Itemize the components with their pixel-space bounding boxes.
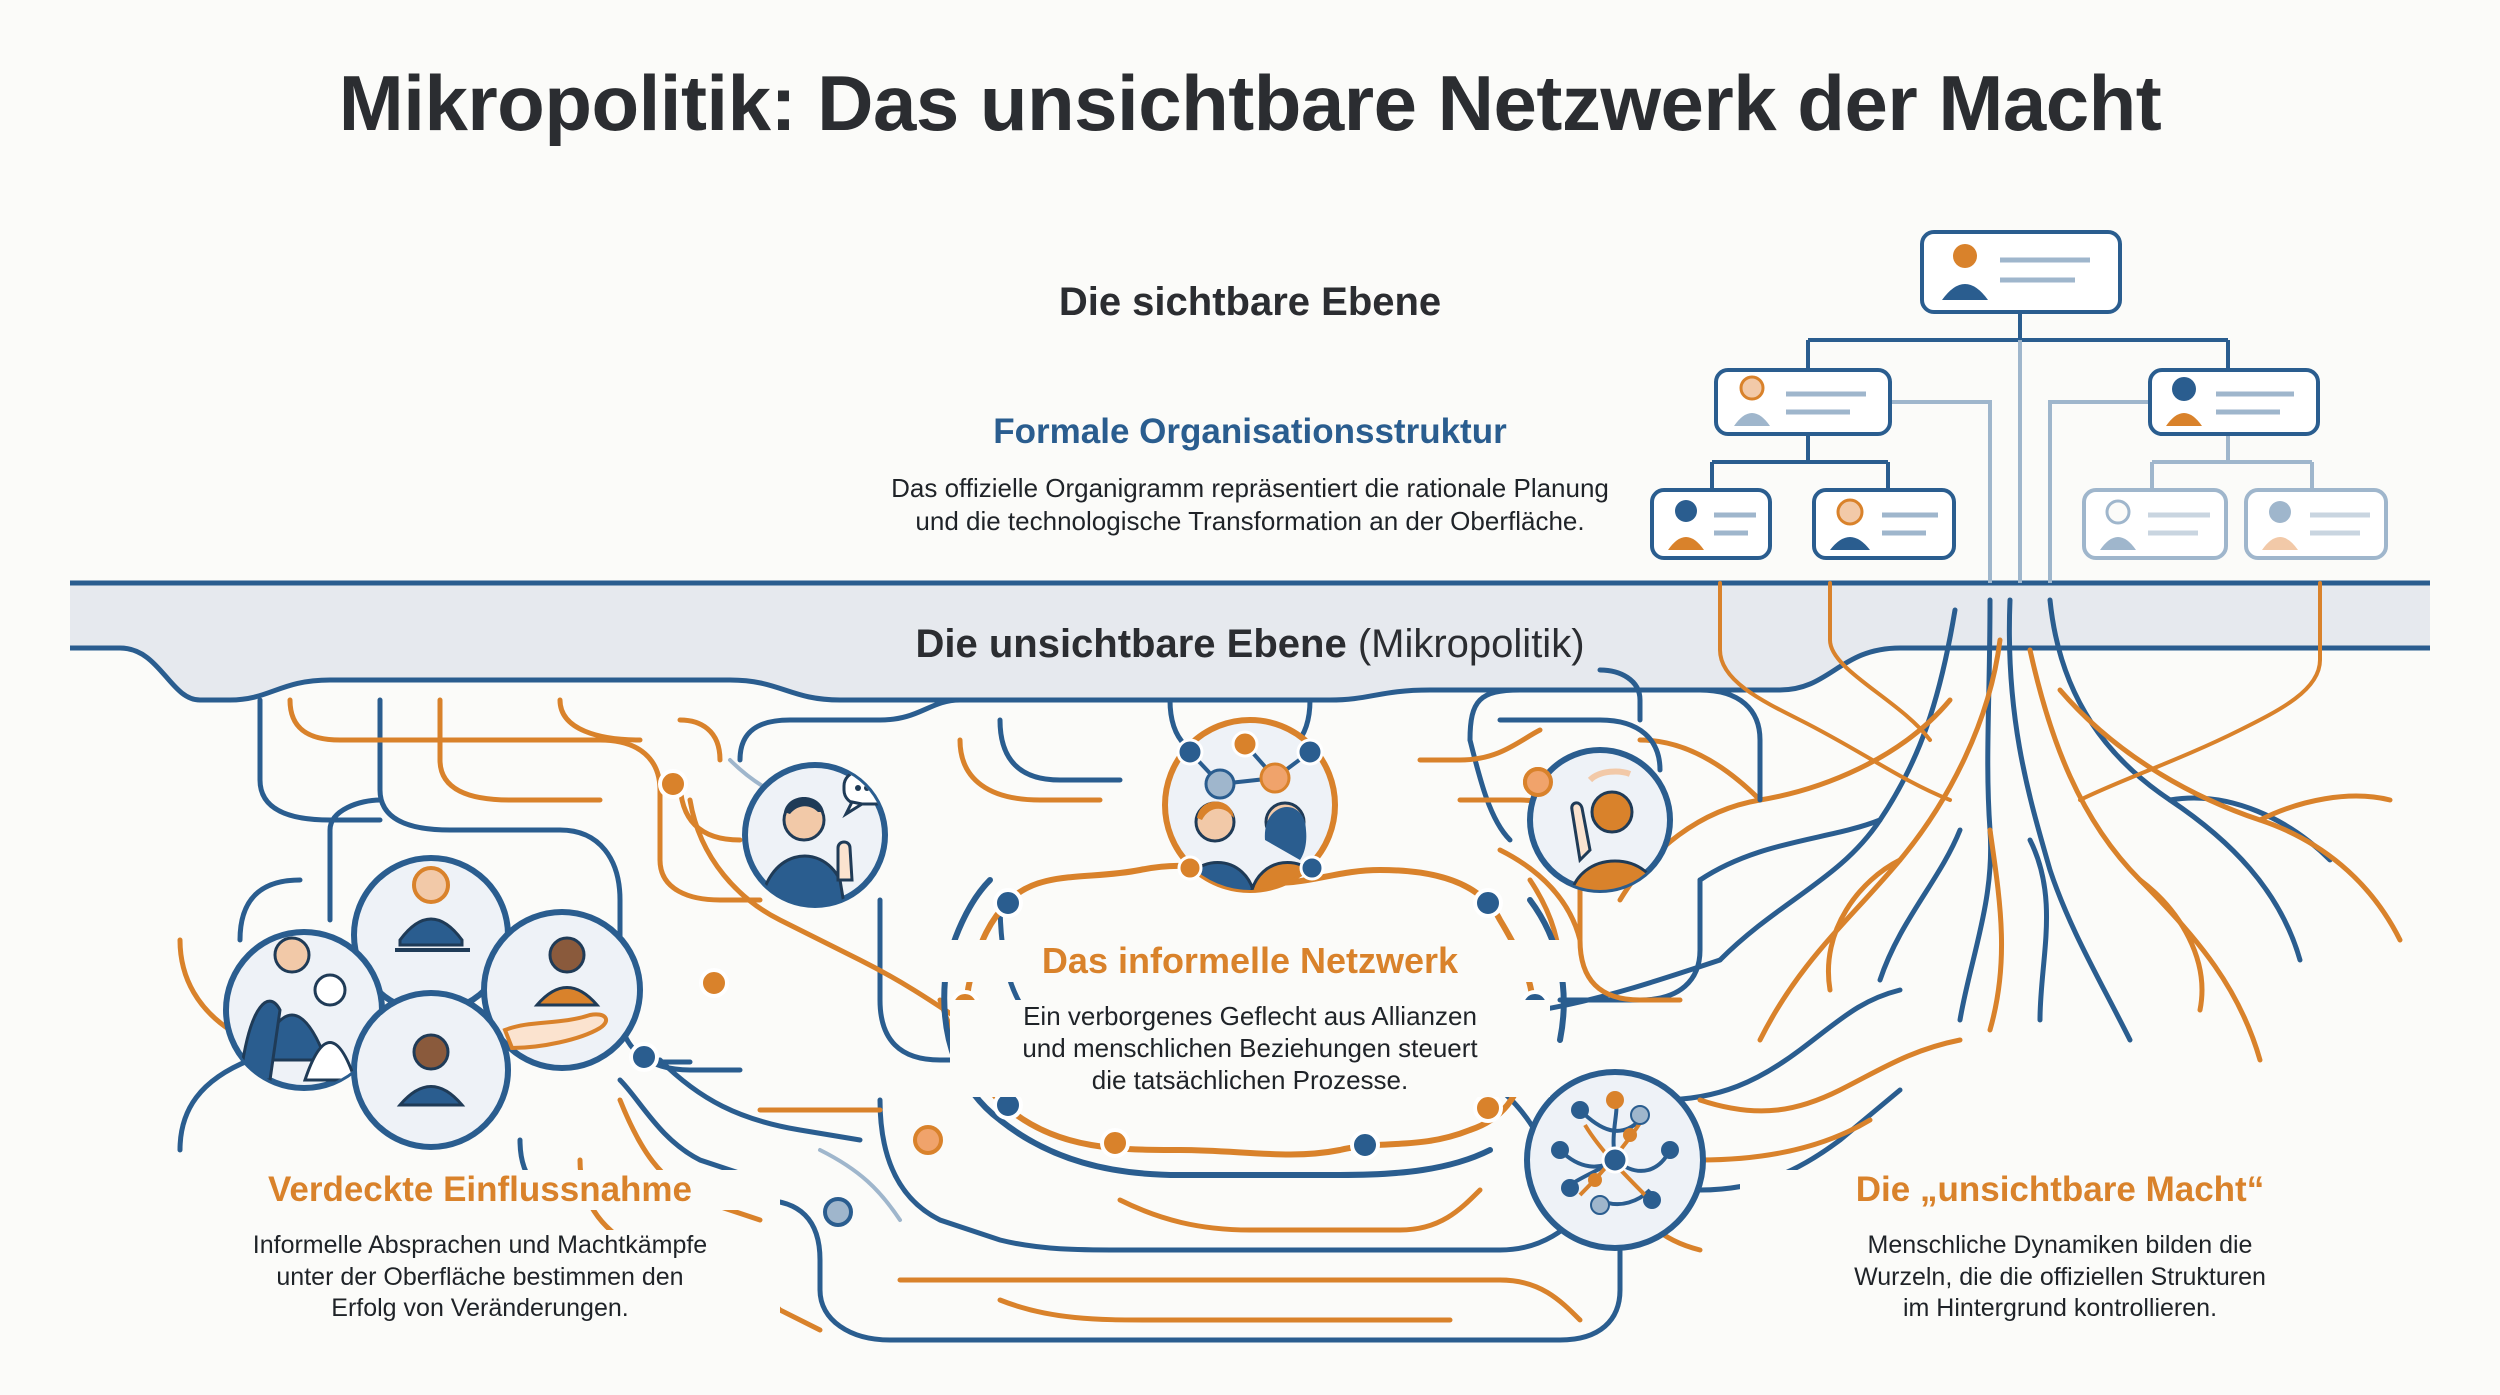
card-staff-1 [1650, 488, 1772, 560]
person-card-icon [2262, 501, 2298, 550]
group-icon [238, 866, 609, 1107]
network-node [1473, 888, 1503, 918]
card-left-manager [1714, 368, 1892, 436]
network-nodes [629, 767, 1553, 1227]
network-node [658, 769, 688, 799]
formal-structure-title: Formale Organisationsstruktur [993, 412, 1507, 451]
hub-circle [1524, 1069, 1706, 1251]
informal-network-title: Das informelle Netzwerk [930, 940, 1570, 982]
whisper-circle [742, 762, 888, 908]
description-line: Ein verborgenes Geflecht aus Allianzen [1023, 1001, 1477, 1031]
person-card-icon [1668, 500, 1704, 550]
left-group-cluster [223, 855, 643, 1150]
description-line: die tatsächlichen Prozesse. [1091, 1065, 1409, 1096]
description-line: Wurzeln, die die offiziellen Strukturen [1854, 1262, 2266, 1291]
covert-influence-description: Informelle Absprachen und Machtkämpfe un… [180, 1230, 780, 1325]
invisible-level-heading-regular: (Mikropolitik) [1357, 622, 1585, 666]
description-line: unter der Oberfläche bestimmen den [276, 1262, 684, 1291]
invisible-power-description: Menschliche Dynamiken bilden die Wurzeln… [1760, 1230, 2360, 1325]
person-card-icon [2100, 499, 2136, 550]
card-ceo [1920, 230, 2122, 314]
person-card-icon [2166, 377, 2202, 426]
description-line: Das offizielle Organigramm repräsentiert… [891, 473, 1609, 503]
person-card-icon [1734, 375, 1770, 426]
covert-influence-title: Verdeckte Einflussnahme [180, 1170, 780, 1210]
formal-structure-description: Das offizielle Organigramm repräsentiert… [820, 472, 1680, 537]
invisible-level-heading: Die unsichtbare Ebene (Mikropolitik) [780, 622, 1720, 667]
network-node [1473, 1093, 1503, 1123]
network-node [699, 968, 729, 998]
hub-network-icon [1551, 1091, 1679, 1215]
description-line: Menschliche Dynamiken bilden die [1867, 1231, 2253, 1259]
surface-band [70, 580, 2430, 703]
informal-network-description: Ein verborgenes Geflecht aus Allianzen u… [950, 1000, 1550, 1097]
description-line: im Hintergrund kontrollieren. [1902, 1294, 2218, 1322]
visible-level-heading: Die sichtbare Ebene [1058, 280, 1442, 324]
alliance-circle [1162, 717, 1338, 893]
description-line: und die technologische Transformation an… [915, 505, 1585, 536]
network-node [629, 1042, 659, 1072]
card-staff-2 [1812, 488, 1956, 560]
org-chart [1650, 230, 2388, 583]
network-node [993, 888, 1023, 918]
pointing-circle [1523, 747, 1673, 893]
pointing-icon [1568, 768, 1662, 890]
invisible-level-heading-bold: Die unsichtbare Ebene [915, 622, 1347, 666]
card-right-manager [2148, 368, 2320, 436]
network-node [1100, 1128, 1130, 1158]
network-node [823, 1197, 853, 1227]
person-card-icon [1830, 498, 1870, 550]
network-node [913, 1125, 943, 1155]
card-staff-4 [2244, 488, 2388, 560]
page-title: Mikropolitik: Das unsichtbare Netzwerk d… [338, 59, 2162, 147]
invisible-power-title: Die „unsichtbare Macht“ [1740, 1170, 2380, 1210]
description-line: und menschlichen Beziehungen steuert [1022, 1033, 1478, 1064]
network-node [1350, 1130, 1380, 1160]
person-card-icon [1942, 244, 1988, 300]
card-staff-3 [2082, 488, 2228, 560]
description-line: Informelle Absprachen und Machtkämpfe [252, 1231, 708, 1259]
description-line: Erfolg von Veränderungen. [331, 1294, 629, 1322]
